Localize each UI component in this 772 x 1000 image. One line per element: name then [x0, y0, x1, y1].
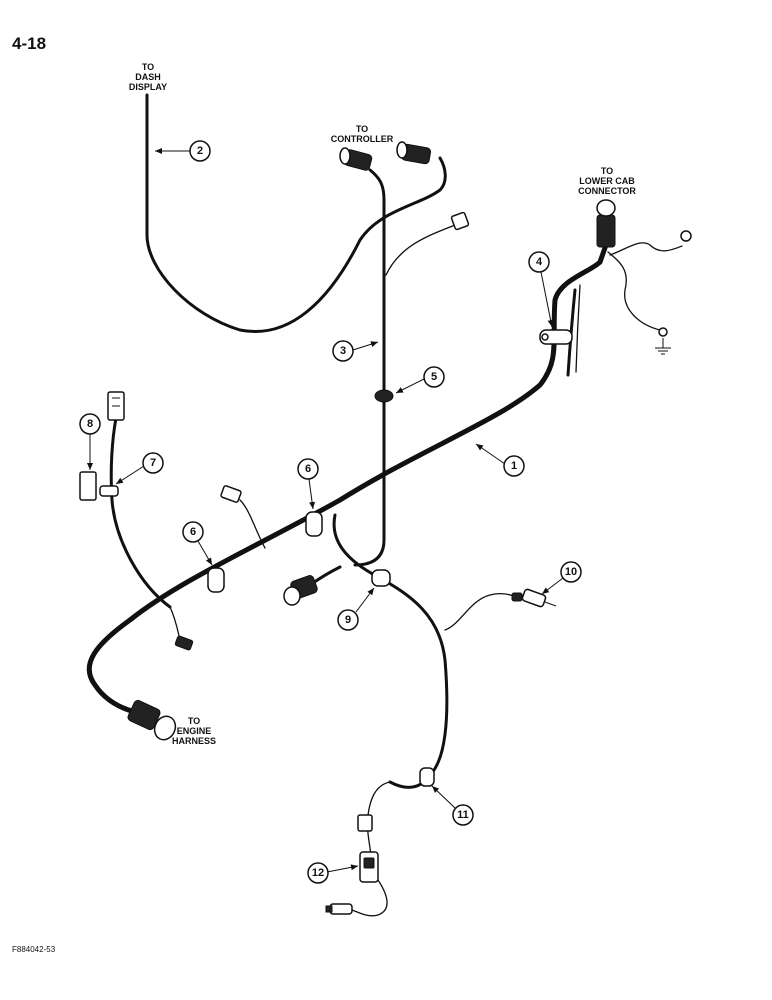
label-controller: TO CONTROLLER — [331, 124, 394, 144]
clamp-11 — [419, 767, 435, 787]
sensor-branch — [332, 513, 449, 789]
svg-text:DASH: DASH — [135, 72, 161, 82]
center-bottom-connector — [283, 565, 342, 606]
callout-12: 12 — [307, 862, 359, 884]
svg-text:TO: TO — [601, 166, 613, 176]
connector-left-bottom — [174, 635, 194, 651]
svg-text:CONTROLLER: CONTROLLER — [331, 134, 394, 144]
sensor-10 — [511, 588, 557, 608]
callout-11: 11 — [431, 785, 474, 826]
callout-8: 8 — [79, 413, 101, 470]
controller-lead-3 — [353, 168, 386, 567]
svg-text:12: 12 — [312, 867, 324, 879]
callout-7: 7 — [115, 452, 164, 485]
grommet-5 — [374, 389, 394, 403]
svg-text:3: 3 — [340, 345, 346, 357]
svg-text:TO: TO — [356, 124, 368, 134]
small-connector-lead — [385, 224, 456, 276]
svg-text:HARNESS: HARNESS — [172, 736, 216, 746]
svg-text:DISPLAY: DISPLAY — [129, 82, 167, 92]
side-conduit-2 — [575, 284, 581, 373]
callout-6b: 6 — [297, 458, 319, 510]
callout-5: 5 — [395, 366, 445, 394]
lower-cab-connector — [596, 199, 616, 265]
svg-text:ENGINE: ENGINE — [177, 726, 212, 736]
connector-mid-11 — [357, 814, 373, 832]
svg-text:10: 10 — [565, 566, 577, 578]
sensor-12 — [325, 903, 353, 915]
ring-terminal-upper — [680, 230, 692, 242]
svg-text:2: 2 — [197, 145, 203, 157]
left-connector-lead — [169, 606, 181, 641]
ground-lead — [607, 251, 661, 331]
ground-symbol-icon — [655, 338, 671, 355]
callout-10: 10 — [541, 561, 582, 595]
clamp-6a — [207, 567, 225, 593]
clamp-7 — [99, 485, 119, 497]
clamp-9 — [371, 569, 391, 587]
bracket-8 — [79, 471, 97, 501]
svg-text:11: 11 — [457, 809, 469, 821]
connector-12 — [359, 851, 379, 883]
callout-3: 3 — [332, 340, 379, 362]
clamp-6b — [305, 511, 323, 537]
svg-text:6: 6 — [305, 463, 311, 475]
svg-text:8: 8 — [87, 418, 93, 430]
small-connector-top — [450, 211, 470, 231]
controller-connector-b — [396, 141, 432, 165]
svg-text:1: 1 — [511, 460, 517, 472]
callout-4: 4 — [528, 251, 554, 328]
svg-text:5: 5 — [431, 371, 437, 383]
harness-main-1 — [86, 259, 603, 715]
ring-lead-upper — [609, 242, 683, 256]
callout-1: 1 — [475, 443, 525, 477]
page-number: 4-18 — [12, 34, 47, 53]
svg-text:4: 4 — [536, 256, 543, 268]
svg-text:CONNECTOR: CONNECTOR — [578, 186, 636, 196]
svg-text:7: 7 — [150, 457, 156, 469]
callout-6a: 6 — [182, 521, 213, 566]
top-left-connector-lead — [239, 499, 266, 549]
clamp-4 — [539, 329, 573, 345]
callout-2: 2 — [155, 140, 211, 162]
svg-text:TO: TO — [142, 62, 154, 72]
svg-text:6: 6 — [190, 526, 196, 538]
figure-code: F884042-53 — [12, 945, 56, 954]
callout-9: 9 — [337, 587, 375, 631]
dash-display-lead-2 — [145, 93, 447, 333]
label-engine-harness: TO ENGINE HARNESS — [172, 716, 216, 746]
ring-terminal-lower — [658, 327, 668, 337]
label-dash-display: TO DASH DISPLAY — [129, 62, 167, 92]
controller-connector-a — [339, 147, 373, 171]
engine-harness-connector — [127, 699, 177, 741]
svg-text:TO: TO — [188, 716, 200, 726]
left-branch-lead — [109, 416, 172, 609]
sensor-12-lead — [351, 879, 388, 917]
svg-text:9: 9 — [345, 614, 351, 626]
connector-top-left-small — [220, 485, 242, 503]
label-lower-cab-connector: TO LOWER CAB CONNECTOR — [578, 166, 636, 196]
svg-text:LOWER CAB: LOWER CAB — [579, 176, 635, 186]
sensor-10-lead — [444, 592, 521, 631]
connector-left-top — [107, 391, 125, 421]
